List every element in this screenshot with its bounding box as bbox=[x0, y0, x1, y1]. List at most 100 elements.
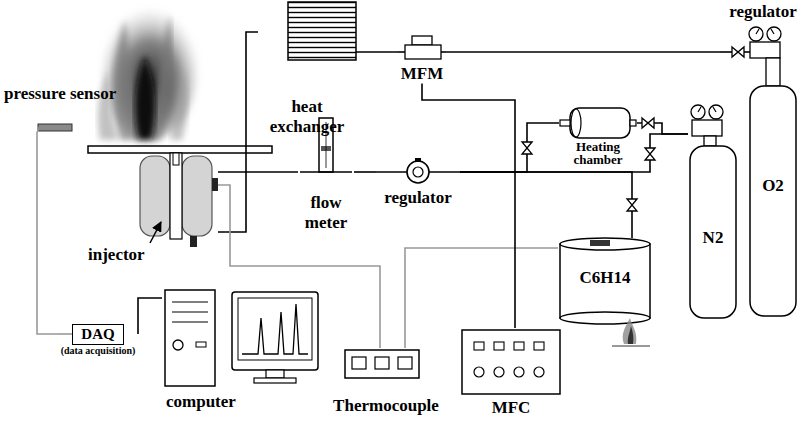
valve-symbol bbox=[627, 199, 637, 211]
valve-symbol bbox=[645, 148, 655, 160]
mfm-symbol bbox=[398, 36, 446, 59]
o2-regulator-symbol bbox=[750, 42, 780, 58]
n2-regulator-symbol bbox=[704, 136, 716, 146]
gas-line bbox=[460, 172, 632, 238]
valve-symbol bbox=[522, 142, 532, 154]
pressure-sensor-symbol bbox=[38, 124, 72, 132]
mfc-unit bbox=[494, 342, 504, 350]
heat-exchanger-symbol bbox=[288, 2, 356, 60]
valve-symbol bbox=[522, 47, 744, 211]
c6h14-tank bbox=[560, 238, 650, 324]
fuel-tank: C6H14 bbox=[558, 238, 652, 324]
mfc-unit bbox=[474, 342, 484, 350]
gas-line bbox=[356, 51, 398, 53]
mfc-unit bbox=[514, 367, 524, 377]
daq-wire-stub bbox=[58, 333, 72, 335]
component-label: O2 bbox=[762, 176, 784, 196]
signal-wire bbox=[218, 185, 380, 348]
burner-plate bbox=[88, 146, 272, 153]
thermocouple-reader bbox=[345, 350, 419, 378]
c6h14-tank bbox=[560, 238, 650, 250]
component-label: MFC bbox=[492, 398, 531, 418]
mfm-symbol bbox=[441, 51, 446, 53]
o2-cylinder bbox=[750, 86, 796, 316]
component-label: regulator bbox=[384, 188, 452, 208]
o2-regulator-symbol bbox=[766, 58, 780, 86]
thermocouple-reader bbox=[352, 357, 366, 369]
c6h14-tank bbox=[560, 244, 650, 318]
injector-body bbox=[212, 178, 218, 191]
signal-wire bbox=[37, 132, 58, 334]
burner-flame bbox=[628, 326, 634, 344]
gas-line bbox=[446, 51, 720, 53]
thermocouple-reader bbox=[398, 357, 412, 369]
component-label: N2 bbox=[703, 228, 724, 248]
heating-chamber-symbol bbox=[560, 120, 570, 126]
mfm-symbol bbox=[398, 51, 405, 53]
valve-symbol bbox=[642, 118, 654, 128]
heating-chamber-symbol bbox=[630, 120, 636, 126]
computer-tower bbox=[196, 342, 206, 347]
component-label: Thermocouple bbox=[333, 396, 439, 416]
mfc-unit bbox=[462, 330, 560, 394]
regulator-node: regulator bbox=[720, 2, 806, 64]
injector-body bbox=[140, 153, 218, 247]
injector-body bbox=[140, 156, 170, 236]
signal-wire bbox=[405, 248, 558, 348]
heat-exchanger-symbol bbox=[288, 2, 356, 60]
heating-chamber-symbol bbox=[560, 108, 636, 138]
computer-tower bbox=[165, 290, 215, 386]
thermocouple-reader bbox=[375, 357, 389, 369]
computer-tower bbox=[165, 290, 215, 386]
computer-monitor bbox=[242, 304, 308, 354]
injector-leader bbox=[150, 222, 161, 243]
n2-regulator-symbol bbox=[692, 120, 722, 136]
regulator-symbol bbox=[407, 161, 429, 183]
pressure-sensor-symbol bbox=[37, 127, 39, 132]
o2-cylinder bbox=[750, 86, 796, 316]
flow-meter-node: flow meter bbox=[298, 118, 354, 232]
mfc-unit bbox=[534, 342, 544, 350]
mfc-unit bbox=[514, 342, 524, 350]
computer-tower bbox=[172, 301, 208, 302]
injector-body bbox=[190, 236, 197, 247]
n2-regulator-symbol bbox=[691, 105, 723, 146]
c6h14-tank bbox=[590, 240, 610, 246]
mfc-unit bbox=[462, 330, 560, 394]
n2-cylinder bbox=[690, 146, 736, 318]
c6h14-tank bbox=[560, 312, 650, 324]
component-label: injector bbox=[88, 245, 145, 265]
component-label: computer bbox=[166, 392, 236, 412]
component-label: regulator bbox=[729, 2, 797, 22]
sensor-label: pressure sensor bbox=[4, 84, 122, 132]
burner-flame bbox=[623, 318, 637, 344]
thermocouple-node: Thermocouple bbox=[330, 348, 442, 416]
heating-chamber-symbol bbox=[570, 108, 630, 138]
n2-cylinder bbox=[690, 146, 736, 318]
computer-monitor bbox=[266, 370, 284, 378]
heating-chamber-symbol bbox=[571, 109, 581, 137]
component-label: pressure sensor bbox=[4, 84, 116, 104]
gas-line bbox=[218, 32, 258, 232]
mfc-unit bbox=[494, 367, 504, 377]
valve-symbol bbox=[732, 47, 744, 57]
regulator-symbol bbox=[376, 158, 460, 183]
component-label: flow meter bbox=[300, 193, 352, 232]
daq-unit: DAQ(data acquisition) bbox=[58, 324, 138, 357]
computer-monitor bbox=[254, 378, 296, 383]
gas-cylinder: N2 bbox=[688, 128, 738, 310]
o2-regulator-symbol bbox=[756, 29, 774, 34]
thermocouple-reader bbox=[345, 350, 419, 378]
computer-tower bbox=[173, 340, 183, 350]
flame bbox=[102, 0, 198, 140]
flame bbox=[170, 70, 188, 140]
component-label: Heating chamber bbox=[561, 140, 635, 166]
mfc-unit bbox=[474, 367, 484, 377]
burner-plate bbox=[88, 146, 272, 153]
pressure-sensor-symbol bbox=[38, 124, 72, 131]
component-label: heat exchanger bbox=[262, 97, 352, 136]
flame bbox=[98, 70, 118, 140]
flame bbox=[152, 15, 172, 140]
injector-body bbox=[173, 153, 179, 165]
